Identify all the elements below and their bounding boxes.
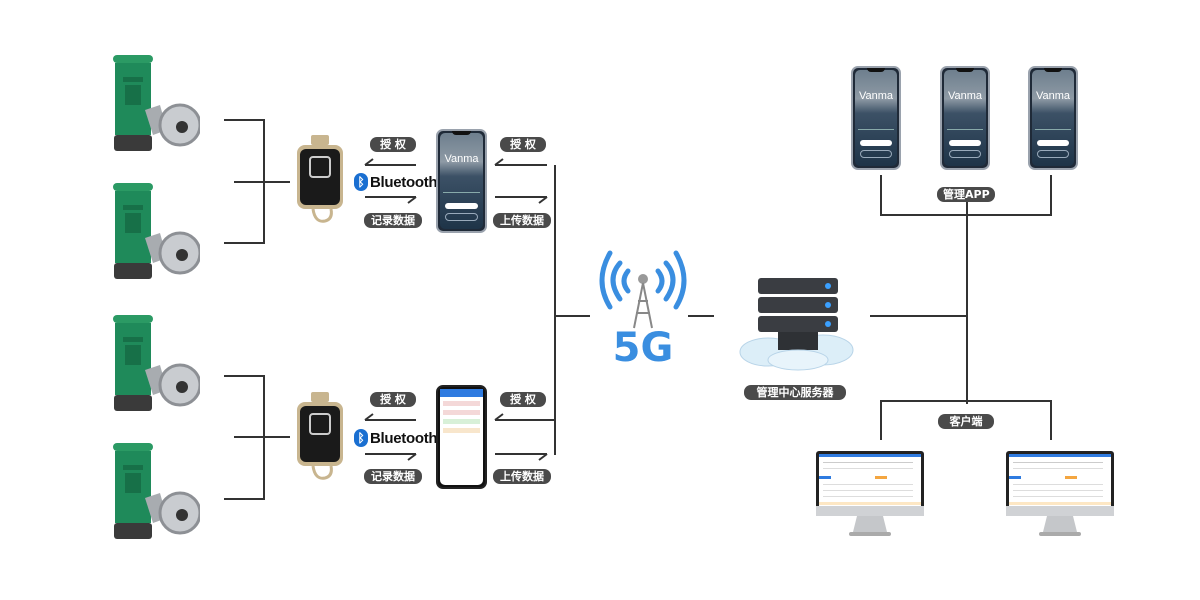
connector bbox=[966, 194, 968, 404]
app-brand: Vanma bbox=[444, 153, 479, 165]
app-brand: Vanma bbox=[858, 90, 894, 102]
authorize-label: 授 权 bbox=[500, 137, 546, 152]
client-monitor-2 bbox=[1006, 451, 1114, 536]
phone-login: Vanma bbox=[436, 129, 487, 233]
upload-data-label: 上传数据 bbox=[493, 213, 551, 228]
mailbox-lock-3 bbox=[113, 315, 200, 411]
network-label: 5G bbox=[613, 325, 674, 368]
management-app-label: 管理APP bbox=[937, 187, 995, 202]
client-label: 客户端 bbox=[938, 414, 994, 429]
server-label: 管理中心服务器 bbox=[744, 385, 846, 400]
app-phone-2: Vanma bbox=[940, 66, 990, 170]
authorize-label: 授 权 bbox=[370, 137, 416, 152]
connector bbox=[880, 214, 1052, 216]
arrow-left-icon bbox=[494, 413, 547, 421]
bluetooth-key-2 bbox=[297, 392, 343, 480]
connector bbox=[224, 498, 265, 500]
bluetooth-key-1 bbox=[297, 135, 343, 223]
connector bbox=[234, 436, 290, 438]
mailbox-lock-2 bbox=[113, 183, 200, 279]
connector bbox=[688, 315, 714, 317]
5g-tower-icon: 5G bbox=[599, 250, 687, 368]
bluetooth-icon: ᛒ bbox=[354, 173, 368, 191]
bluetooth-logo: ᛒ Bluetooth bbox=[354, 173, 438, 191]
app-phone-3: Vanma bbox=[1028, 66, 1078, 170]
phone-list bbox=[436, 385, 487, 489]
arrow-right-icon bbox=[365, 196, 417, 204]
connector bbox=[1050, 175, 1052, 215]
connector bbox=[880, 400, 882, 440]
server-icon bbox=[739, 278, 854, 371]
mailbox-lock-1 bbox=[113, 55, 200, 151]
client-monitor-1 bbox=[816, 451, 924, 536]
authorize-label: 授 权 bbox=[370, 392, 416, 407]
arrow-right-icon bbox=[495, 453, 548, 461]
record-data-label: 记录数据 bbox=[364, 213, 422, 228]
record-data-label: 记录数据 bbox=[364, 469, 422, 484]
arrow-left-icon bbox=[364, 158, 416, 166]
connector bbox=[224, 375, 265, 377]
connector bbox=[224, 242, 265, 244]
bluetooth-logo: ᛒ Bluetooth bbox=[354, 429, 438, 447]
upload-data-label: 上传数据 bbox=[493, 469, 551, 484]
authorize-label: 授 权 bbox=[500, 392, 546, 407]
connector bbox=[554, 315, 590, 317]
arrow-right-icon bbox=[365, 453, 417, 461]
mailbox-lock-4 bbox=[113, 443, 200, 539]
arrow-left-icon bbox=[364, 413, 416, 421]
connector bbox=[880, 400, 1052, 402]
app-brand: Vanma bbox=[947, 90, 983, 102]
connector bbox=[554, 165, 556, 455]
connector bbox=[234, 181, 290, 183]
connector bbox=[224, 119, 265, 121]
bluetooth-icon: ᛒ bbox=[354, 429, 368, 447]
app-phone-1: Vanma bbox=[851, 66, 901, 170]
arrow-right-icon bbox=[495, 196, 548, 204]
connector bbox=[1050, 400, 1052, 440]
connector bbox=[880, 175, 882, 215]
connector bbox=[870, 315, 968, 317]
arrow-left-icon bbox=[494, 158, 547, 166]
app-brand: Vanma bbox=[1035, 90, 1071, 102]
